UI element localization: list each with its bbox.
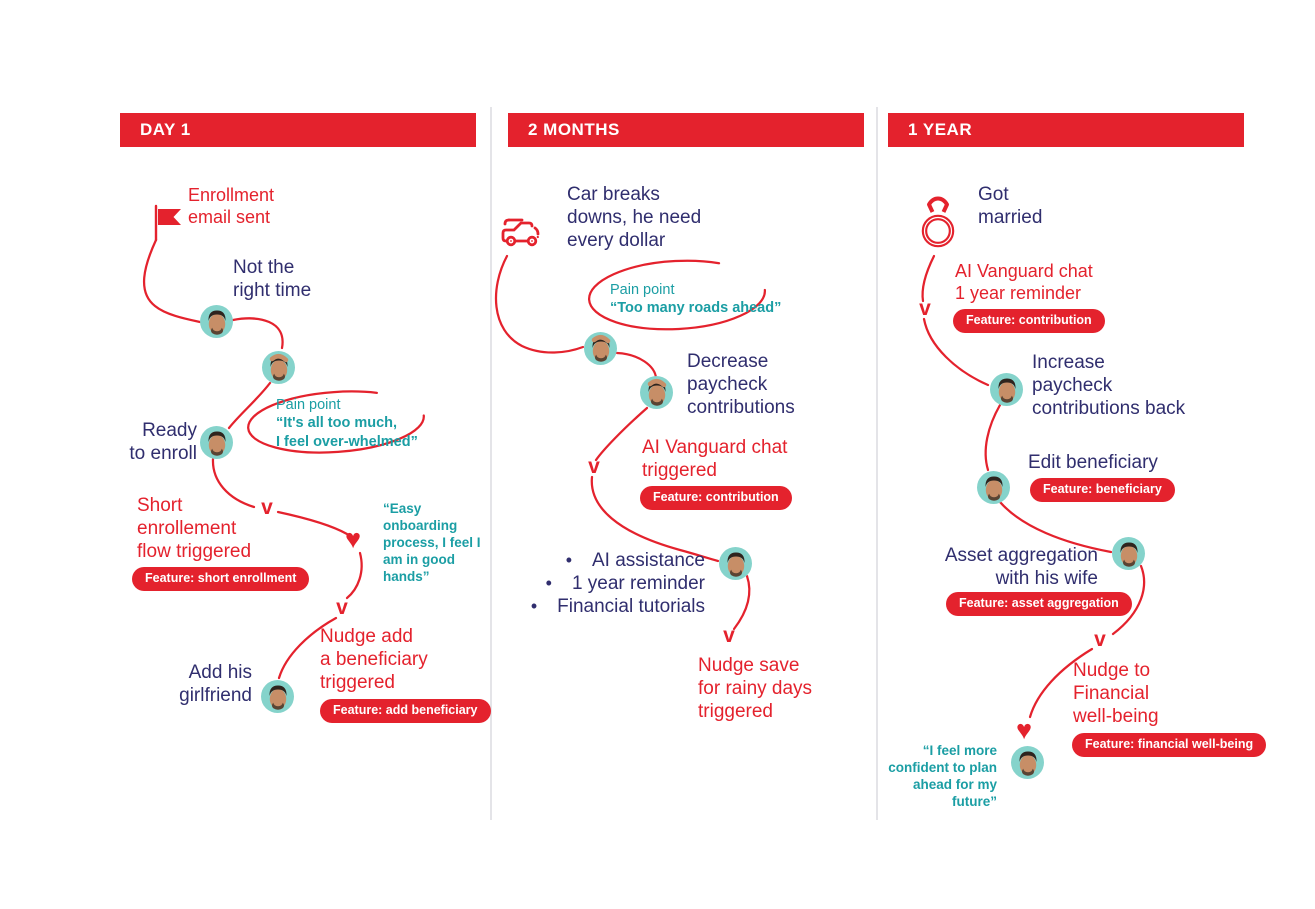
ai-chat-options-list: •AI assistance •1 year reminder •Financi… <box>531 549 705 618</box>
avatar <box>200 426 233 459</box>
pain-point-quote-2mo: “Too many roads ahead” <box>610 300 782 316</box>
action-ai-vanguard-chat: AI Vanguard chat triggered <box>642 437 788 481</box>
pain-point-label-2mo: Pain point <box>610 282 675 298</box>
action-nudge-save-rainy-days: Nudge save for rainy days triggered <box>698 655 813 722</box>
avatar <box>719 547 752 580</box>
bullet-icon: • <box>545 573 552 593</box>
badge-financial-wellbeing: Feature: financial well-being <box>1072 733 1267 757</box>
path-2mo-car-to-avatar1 <box>494 254 585 354</box>
list-item-label: 1 year reminder <box>571 573 705 594</box>
step-add-his-girlfriend: Add his girlfriend <box>179 662 252 706</box>
avatar <box>990 373 1023 406</box>
path-day1-avatar1-to-avatar2 <box>231 317 284 350</box>
list-item-label: Financial tutorials <box>557 596 705 617</box>
step-not-right-time: Not the right time <box>233 257 312 301</box>
path-day1-heart-to-chevron2 <box>345 551 363 600</box>
action-nudge-add-beneficiary: Nudge add a beneficiary triggered <box>320 626 428 693</box>
path-day1-flag-to-avatar <box>142 238 202 324</box>
heart-icon: ♥ <box>1016 715 1033 745</box>
user-quote-confident: “I feel more confident to plan ahead for… <box>888 743 997 809</box>
chevron-marker: v <box>261 496 273 519</box>
list-item: • 1 year reminder <box>531 572 705 595</box>
action-nudge-financial-wellbeing: Nudge to Financial well-being <box>1073 660 1159 727</box>
avatar <box>200 305 233 338</box>
pain-point-label-day1: Pain point <box>276 397 341 413</box>
path-2mo-avatar1-to-avatar2 <box>615 351 658 380</box>
milestone-enrollment-email: Enrollment email sent <box>188 185 275 227</box>
avatar <box>1112 537 1145 570</box>
car-icon <box>501 218 540 247</box>
action-short-enrollment-flow: Short enrollement flow triggered <box>137 495 252 562</box>
path-day1-avatar2-to-avatar3 <box>227 381 272 430</box>
header-1-year: 1 YEAR <box>888 113 1244 147</box>
path-1yr-avatar1-to-avatar2 <box>984 403 1002 472</box>
path-1yr-ring-to-chevron <box>921 254 936 303</box>
step-asset-aggregation: Asset aggregation with his wife <box>944 545 1098 589</box>
path-2mo-avatar3-to-chevron2 <box>732 574 751 631</box>
action-ai-chat-1yr-reminder: AI Vanguard chat 1 year reminder <box>955 261 1093 303</box>
avatar-worried <box>262 351 295 384</box>
flag-icon <box>154 204 181 242</box>
avatar-worried <box>640 376 673 409</box>
avatar-worried <box>584 332 617 365</box>
badge-contribution-1yr: Feature: contribution <box>953 309 1105 333</box>
user-quote-onboarding: “Easy onboarding process, I feel I am in… <box>383 501 481 584</box>
step-edit-beneficiary: Edit beneficiary <box>1028 452 1158 473</box>
badge-add-beneficiary: Feature: add beneficiary <box>320 699 491 723</box>
chevron-marker: v <box>723 624 735 647</box>
chevron-marker: v <box>588 455 600 478</box>
chevron-marker: v <box>919 297 931 320</box>
header-day1: DAY 1 <box>120 113 476 147</box>
step-decrease-contributions: Decrease paycheck contributions <box>687 351 795 418</box>
column-divider-2 <box>876 107 878 820</box>
milestone-car-breaks-down: Car breaks downs, he need every dollar <box>567 184 702 251</box>
chevron-marker: v <box>336 596 348 619</box>
list-item: • AI assistance <box>531 549 705 572</box>
list-item-label: AI assistance <box>592 550 705 571</box>
avatar <box>977 471 1010 504</box>
avatar <box>261 680 294 713</box>
badge-beneficiary: Feature: beneficiary <box>1030 478 1175 502</box>
heart-icon: ♥ <box>345 524 362 554</box>
bullet-icon: • <box>530 596 538 616</box>
header-2-months: 2 MONTHS <box>508 113 864 147</box>
ring-icon <box>921 196 955 248</box>
pain-point-quote-day1: “It's all too much, I feel over-whelmed” <box>276 415 418 450</box>
chevron-marker: v <box>1094 628 1106 651</box>
badge-short-enrollment: Feature: short enrollment <box>132 567 310 591</box>
step-increase-contributions-back: Increase paycheck contributions back <box>1032 352 1186 419</box>
badge-asset-aggregation: Feature: asset aggregation <box>946 592 1132 616</box>
bullet-icon: • <box>565 550 572 570</box>
path-2mo-avatar2-to-chevron <box>594 406 649 462</box>
list-item: • Financial tutorials <box>531 595 705 618</box>
path-day1-chevron-to-heart <box>276 510 349 536</box>
column-divider-1 <box>490 107 492 820</box>
milestone-got-married: Got married <box>978 184 1043 228</box>
step-ready-to-enroll: Ready to enroll <box>129 420 197 464</box>
avatar <box>1011 746 1044 779</box>
badge-contribution-2mo: Feature: contribution <box>640 486 792 510</box>
